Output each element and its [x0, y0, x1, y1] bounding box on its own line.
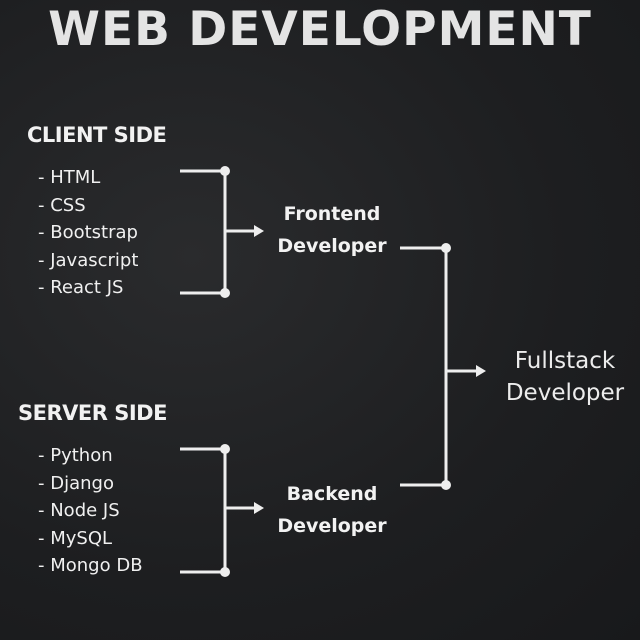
arrow-head-icon: [254, 225, 264, 237]
node-dot: [220, 166, 230, 176]
list-item: - HTML: [38, 167, 101, 188]
role-line: Developer: [277, 515, 387, 537]
server-side-heading: SERVER SIDE: [18, 401, 167, 425]
node-dot: [220, 567, 230, 577]
list-item: - Bootstrap: [38, 222, 138, 243]
node-dot: [220, 288, 230, 298]
result-line: Developer: [505, 380, 625, 406]
arrow-head-icon: [476, 365, 486, 377]
node-dot: [441, 243, 451, 253]
client-tech-list: - HTML - CSS - Bootstrap - Javascript - …: [38, 164, 138, 302]
role-line: Developer: [277, 235, 387, 257]
list-item: - CSS: [38, 194, 86, 216]
arrow-head-icon: [254, 502, 264, 514]
list-item: - React JS: [38, 277, 124, 298]
node-dot: [220, 444, 230, 454]
backend-developer-label: Backend Developer: [262, 478, 402, 542]
page-title: WEB DEVELOPMENT: [48, 2, 592, 57]
list-item: - Node JS: [38, 500, 120, 521]
fullstack-bracket: [400, 246, 448, 487]
list-item: - Mongo DB: [38, 555, 143, 576]
result-line: Fullstack: [514, 348, 616, 374]
frontend-developer-label: Frontend Developer: [262, 198, 402, 262]
client-bracket: [180, 169, 227, 295]
node-dot: [441, 480, 451, 490]
role-line: Frontend: [283, 203, 381, 225]
server-bracket: [180, 447, 227, 574]
list-item: - Javascript: [38, 249, 139, 271]
list-item: - Django: [38, 472, 114, 494]
fullstack-developer-label: Fullstack Developer: [490, 345, 640, 409]
client-side-heading: CLIENT SIDE: [27, 123, 167, 147]
list-item: - Python: [38, 445, 113, 466]
role-line: Backend: [286, 483, 378, 505]
server-tech-list: - Python - Django - Node JS - MySQL - Mo…: [38, 442, 143, 580]
list-item: - MySQL: [38, 527, 113, 549]
